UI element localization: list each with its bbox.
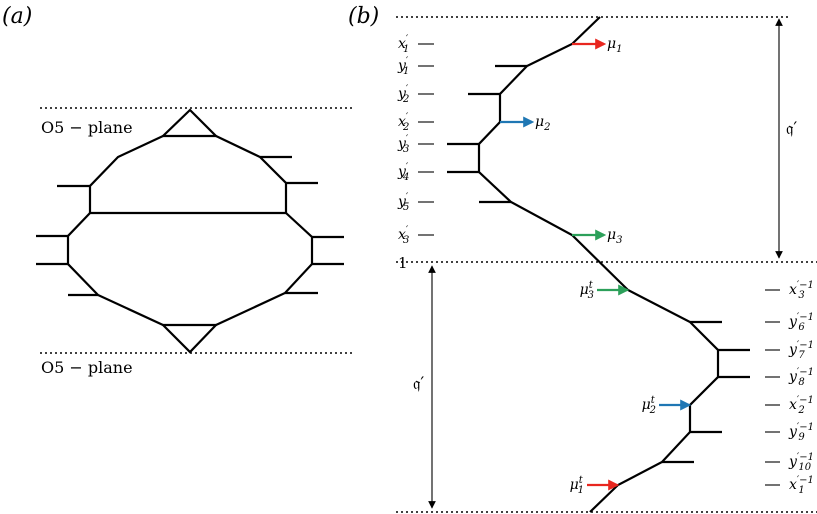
lower-right-legs: [215, 212, 314, 326]
left-label-2: y′2: [397, 84, 409, 105]
left-label-1: y′1: [397, 56, 409, 77]
brane-web: [477, 16, 720, 513]
panel-a: (a) O5 − plane O5 − plane: [2, 4, 352, 377]
top-triangle: [160, 108, 219, 138]
q-bottom-label: 𝔮′: [413, 374, 424, 394]
panel-b-label: (b): [348, 4, 379, 29]
lower-left-legs: [66, 212, 164, 326]
left-label-0: x′1: [398, 34, 409, 55]
panel-a-label: (a): [2, 4, 32, 29]
left-labels: x′1y′1 y′2 x′2y′3 y′4 y′5 x′3: [397, 34, 434, 246]
mu-top-label-1: μ2: [535, 114, 550, 133]
bottom-triangle: [160, 323, 219, 354]
upper-loop: [88, 135, 288, 215]
left-label-7: x′3: [398, 225, 409, 246]
mu-top-label-0: μ1: [607, 36, 622, 55]
top-o5-plane-label: O5 − plane: [41, 118, 133, 137]
left-label-5: y′4: [397, 162, 409, 183]
left-label-4: y′3: [397, 134, 409, 155]
unit-label: 1: [398, 254, 408, 272]
left-label-6: y′5: [397, 192, 409, 213]
bottom-o5-plane-label: O5 − plane: [41, 358, 133, 377]
mu-top-label-2: μ3: [607, 227, 622, 246]
left-label-3: x′2: [398, 112, 409, 133]
q-top-label: 𝔮′: [786, 119, 797, 139]
